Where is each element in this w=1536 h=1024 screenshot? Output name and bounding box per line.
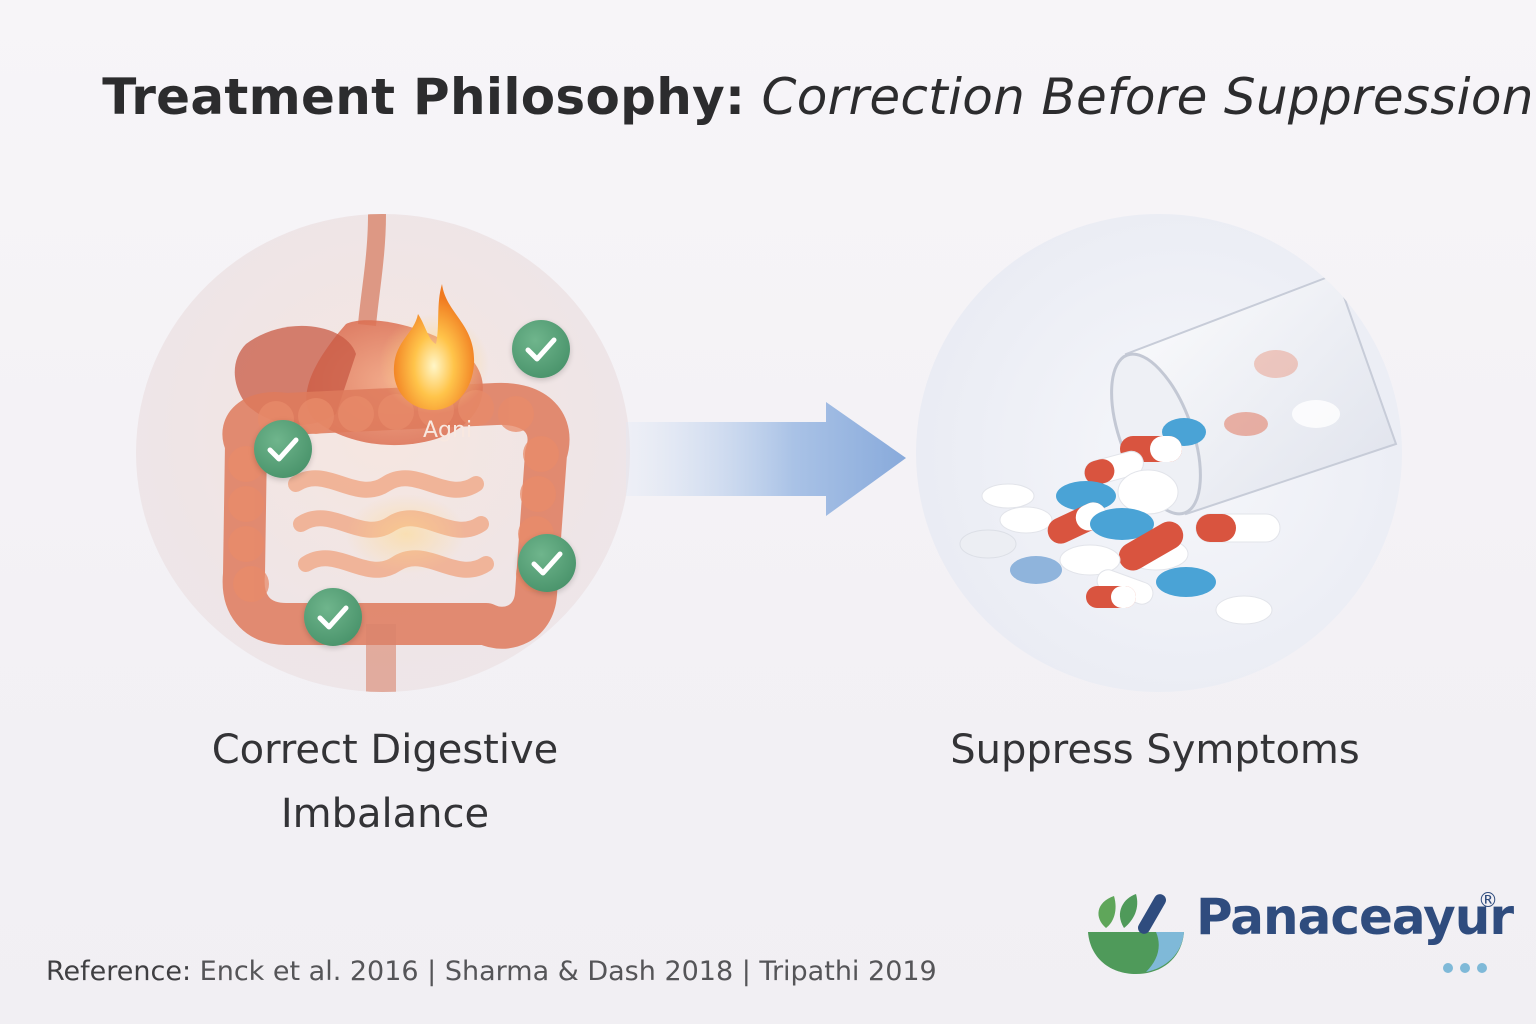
correct-digestive-caption-line2: Imbalance xyxy=(280,791,490,837)
reference-label: Reference: xyxy=(46,956,192,987)
mortar-pestle-leaf-icon xyxy=(1088,894,1184,974)
logo-dots-icon xyxy=(1443,963,1487,973)
check-circle-icon xyxy=(254,420,312,478)
medication-pills-illustration xyxy=(916,214,1402,692)
pill-group xyxy=(959,418,1281,625)
title-italic: Correction Before Suppression xyxy=(761,68,1534,126)
check-circle-icon xyxy=(512,320,570,378)
digestive-system-illustration xyxy=(136,214,630,692)
check-circle-icon xyxy=(304,588,362,646)
digestive-tract-drawing xyxy=(222,214,570,692)
suppress-symptoms-caption: Suppress Symptoms xyxy=(950,727,1360,773)
page-title: Treatment Philosophy: Correction Before … xyxy=(0,68,1536,126)
right-arrow-icon xyxy=(626,402,906,516)
brand-name: Panaceayur xyxy=(1196,888,1514,946)
reference-line: Reference: Enck et al. 2016 | Sharma & D… xyxy=(46,956,937,987)
agni-label: Agni xyxy=(423,418,473,443)
correct-digestive-caption-line1: Correct Digestive xyxy=(211,727,559,773)
title-bold: Treatment Philosophy: xyxy=(102,68,746,126)
reference-text: Enck et al. 2016 | Sharma & Dash 2018 | … xyxy=(199,956,937,987)
flame-icon xyxy=(393,284,475,410)
spilled-pill-bottle-drawing xyxy=(959,272,1398,625)
check-circle-icon xyxy=(518,534,576,592)
registered-mark: ® xyxy=(1478,888,1498,912)
